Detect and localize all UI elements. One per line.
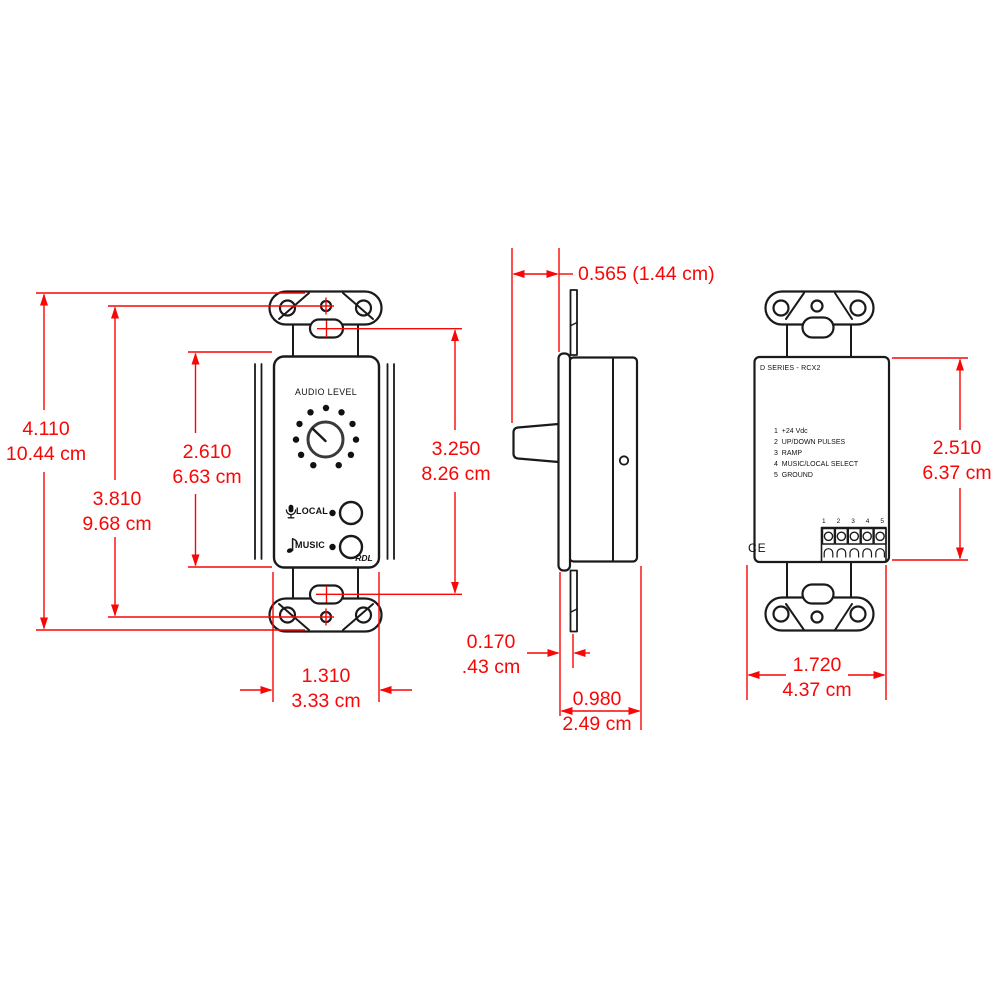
front-cover-plate (272, 355, 381, 569)
dim-flange-offset: 0.170 .43 cm (461, 631, 521, 678)
dim-cover-width: 1.310 3.33 cm (291, 665, 361, 712)
side-bottom-tab (569, 569, 578, 633)
terminal-number: 3 (851, 518, 855, 525)
local-label: LOCAL (296, 506, 328, 516)
pin-1: 1 +24 Vdc (774, 428, 808, 435)
dimension-lines (36, 248, 968, 730)
side-knob (512, 422, 560, 464)
rear-view (753, 290, 891, 632)
pin-4: 4 MUSIC/LOCAL SELECT (774, 460, 859, 468)
rear-bottom-bracket (764, 561, 875, 632)
brand-logo: RDL (355, 553, 373, 563)
dim-rear-width: 1.720 4.37 cm (782, 654, 852, 701)
terminal-number: 4 (865, 518, 870, 525)
dim-slot-spacing: 3.250 8.26 cm (421, 438, 491, 485)
dim-mounting-depth: 0.980 2.49 cm (562, 688, 632, 735)
knob-pointer (311, 427, 327, 443)
knob-scale-dots (292, 404, 360, 469)
dim-overall-height: 4.110 10.44 cm (5, 418, 87, 465)
dim-rear-height: 2.510 6.37 cm (922, 437, 992, 484)
terminal-block (820, 526, 887, 563)
dim-knob-protrusion: 0.565 (1.44 cm) (578, 263, 715, 285)
terminal-number: 5 (880, 518, 884, 525)
local-led (329, 509, 336, 517)
side-view (512, 289, 639, 633)
music-label: MUSIC (295, 540, 325, 550)
local-button (338, 500, 364, 526)
panel-title: AUDIO LEVEL (294, 387, 358, 397)
music-note-icon (286, 538, 298, 553)
pin-5: 5 GROUND (774, 471, 813, 479)
front-view (254, 290, 395, 633)
rear-top-bracket (764, 290, 875, 358)
terminal-numbers: 1 2 3 4 5 (822, 518, 884, 525)
rear-pin-list: 1 +24 Vdc 2 UP/DOWN PULSES 3 RAMP 4 MUSI… (774, 428, 858, 482)
rear-model-label: D SERIES - RCX2 (760, 365, 821, 372)
side-front-plate (557, 352, 572, 572)
side-rear-box (568, 356, 639, 563)
pin-3: 3 RAMP (774, 449, 803, 457)
terminal-number: 2 (836, 518, 841, 525)
dim-cover-height: 2.610 6.63 cm (172, 441, 242, 488)
dim-screw-hole-spacing: 3.810 9.68 cm (82, 488, 152, 535)
music-button (338, 534, 364, 560)
music-led (329, 543, 336, 551)
terminal-number: 1 (822, 518, 826, 525)
ce-mark: CE (748, 541, 767, 555)
level-knob (292, 404, 360, 469)
side-hole (618, 455, 630, 466)
microphone-icon (285, 504, 297, 519)
pin-2: 2 UP/DOWN PULSES (774, 438, 846, 446)
